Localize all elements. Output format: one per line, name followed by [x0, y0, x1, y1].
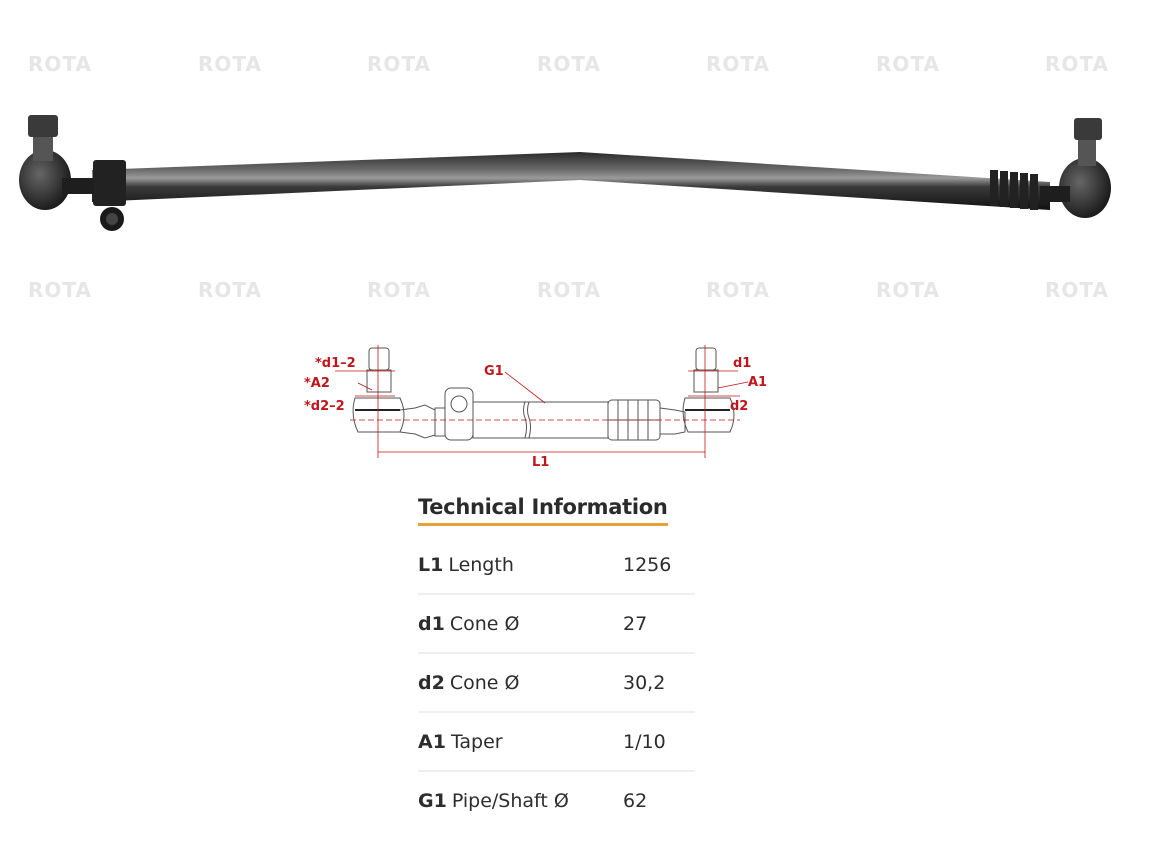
spec-label: Pipe/Shaft Ø — [451, 789, 569, 812]
watermark: ROTA — [537, 278, 601, 302]
spec-value: 1256 — [623, 553, 672, 576]
dim-label-g1: G1 — [484, 364, 504, 379]
dim-label-d2-2: *d2–2 — [304, 399, 345, 414]
watermark: ROTA — [198, 52, 262, 76]
watermark: ROTA — [706, 278, 770, 302]
watermark: ROTA — [876, 278, 940, 302]
watermark: ROTA — [876, 52, 940, 76]
spec-value: 27 — [605, 593, 695, 652]
spec-code: L1 — [418, 553, 444, 576]
watermark: ROTA — [537, 52, 601, 76]
tie-rod-photo — [19, 115, 1111, 231]
spec-value: 62 — [605, 770, 695, 829]
spec-label: Length — [448, 553, 514, 576]
spec-label: Cone Ø — [449, 612, 520, 635]
dim-label-l1: L1 — [532, 455, 550, 470]
watermark: ROTA — [706, 52, 770, 76]
watermark: ROTA — [1045, 278, 1109, 302]
dim-label-a2: *A2 — [304, 376, 330, 391]
watermark: ROTA — [28, 52, 92, 76]
dim-label-d1-2: *d1–2 — [315, 356, 356, 371]
watermark: ROTA — [367, 278, 431, 302]
spec-value: 30,2 — [605, 652, 695, 711]
section-title: Technical Information — [418, 495, 668, 526]
watermark: ROTA — [367, 52, 431, 76]
spec-code: d2 — [418, 671, 445, 694]
spec-value: 1/10 — [605, 711, 695, 770]
product-photo: ROTA ROTA ROTA ROTA ROTA ROTA ROTA ROTA … — [0, 0, 1162, 330]
spec-code: G1 — [418, 789, 447, 812]
technical-drawing: *d1–2 *A2 *d2–2 G1 d1 A1 d2 L1 — [300, 340, 780, 480]
watermark: ROTA — [1045, 52, 1109, 76]
dim-label-d2: d2 — [730, 399, 749, 414]
watermark: ROTA — [28, 278, 92, 302]
dim-label-a1: A1 — [748, 375, 768, 390]
spec-code: A1 — [418, 730, 446, 753]
dim-label-d1: d1 — [733, 356, 752, 371]
spec-label: Cone Ø — [449, 671, 520, 694]
spec-code: d1 — [418, 612, 445, 635]
watermark: ROTA — [198, 278, 262, 302]
spec-label: Taper — [450, 730, 503, 753]
